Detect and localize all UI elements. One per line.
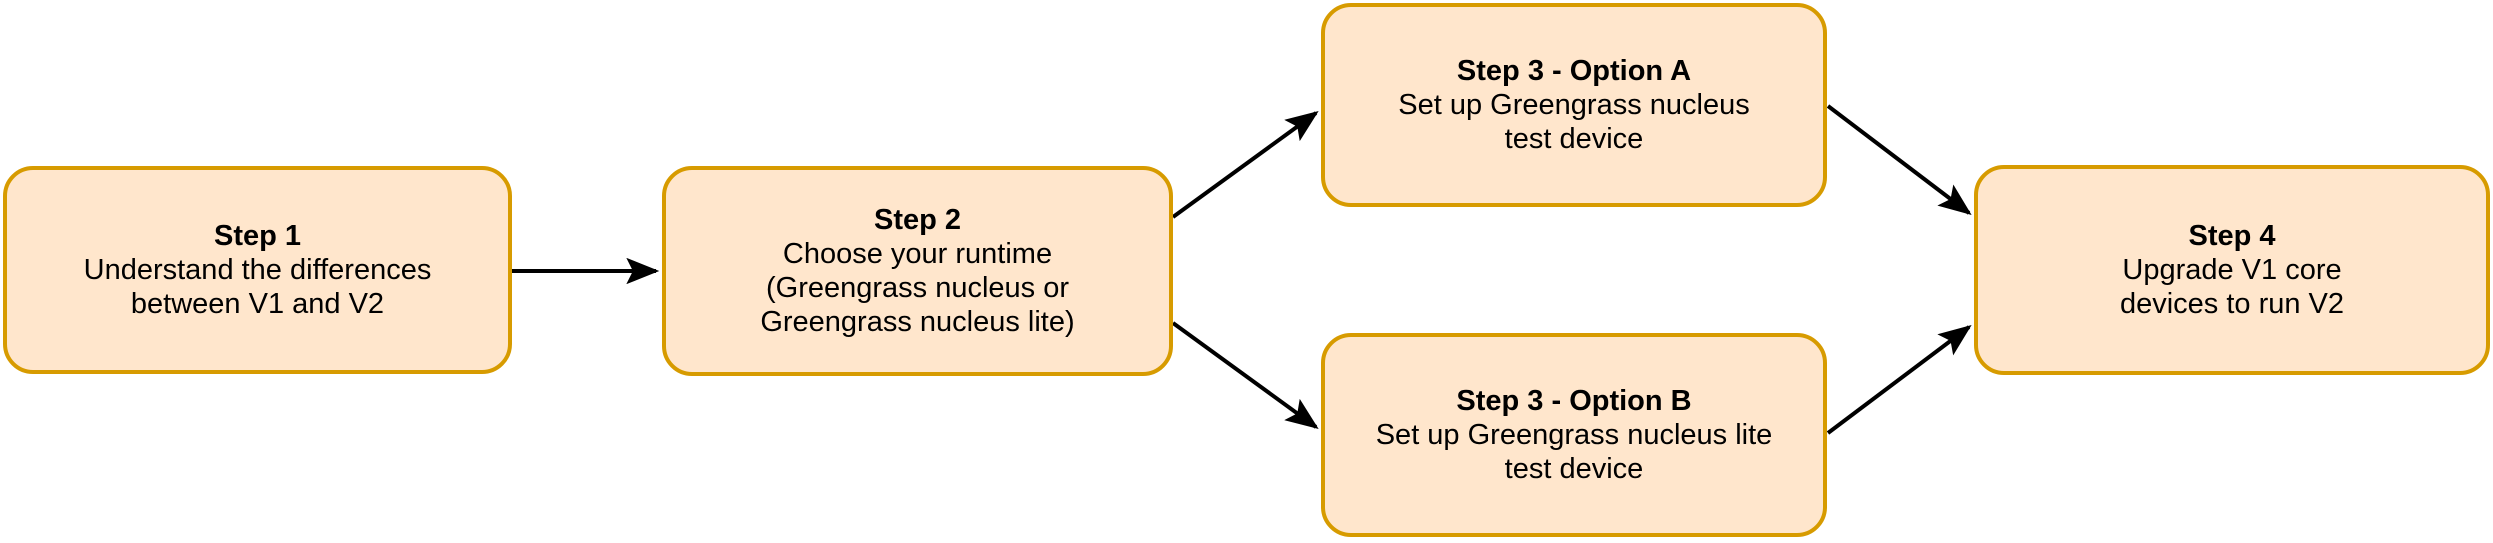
node-step-2: Step 2 Choose your runtime (Greengrass n…	[662, 166, 1173, 376]
node-step-1-line: Understand the differences	[83, 254, 432, 286]
node-step-3-option-b-line: test device	[1504, 453, 1644, 485]
node-step-3-option-a-title: Step 3 - Option A	[1456, 55, 1692, 87]
node-step-3-option-b-title: Step 3 - Option B	[1456, 385, 1692, 417]
node-step-2-line: (Greengrass nucleus or	[765, 272, 1070, 304]
node-step-2-title: Step 2	[873, 204, 962, 236]
node-step-4-line: Upgrade V1 core	[2122, 254, 2342, 286]
arrow-step2-to-step3-option-b	[1171, 321, 1319, 429]
node-step-3-option-b-line: Set up Greengrass nucleus lite	[1375, 419, 1773, 451]
node-step-3-option-a-line: test device	[1504, 123, 1644, 155]
node-step-4: Step 4 Upgrade V1 core devices to run V2	[1974, 165, 2490, 375]
node-step-3-option-b: Step 3 - Option B Set up Greengrass nucl…	[1321, 333, 1827, 537]
node-step-3-option-a-line: Set up Greengrass nucleus	[1398, 89, 1750, 121]
node-step-4-title: Step 4	[2188, 220, 2276, 252]
node-step-2-line: Choose your runtime	[782, 238, 1053, 270]
node-step-3-option-a: Step 3 - Option A Set up Greengrass nucl…	[1321, 3, 1827, 207]
node-step-1-title: Step 1	[213, 220, 302, 252]
node-step-2-line: Greengrass nucleus lite)	[760, 306, 1075, 338]
node-step-4-line: devices to run V2	[2119, 288, 2345, 320]
node-step-1: Step 1 Understand the differences betwee…	[3, 166, 512, 374]
arrow-step3-option-a-to-step4	[1826, 104, 1972, 215]
node-step-1-line: between V1 and V2	[130, 288, 385, 320]
arrow-step3-option-b-to-step4	[1826, 325, 1972, 435]
arrow-step2-to-step3-option-a	[1171, 111, 1319, 219]
